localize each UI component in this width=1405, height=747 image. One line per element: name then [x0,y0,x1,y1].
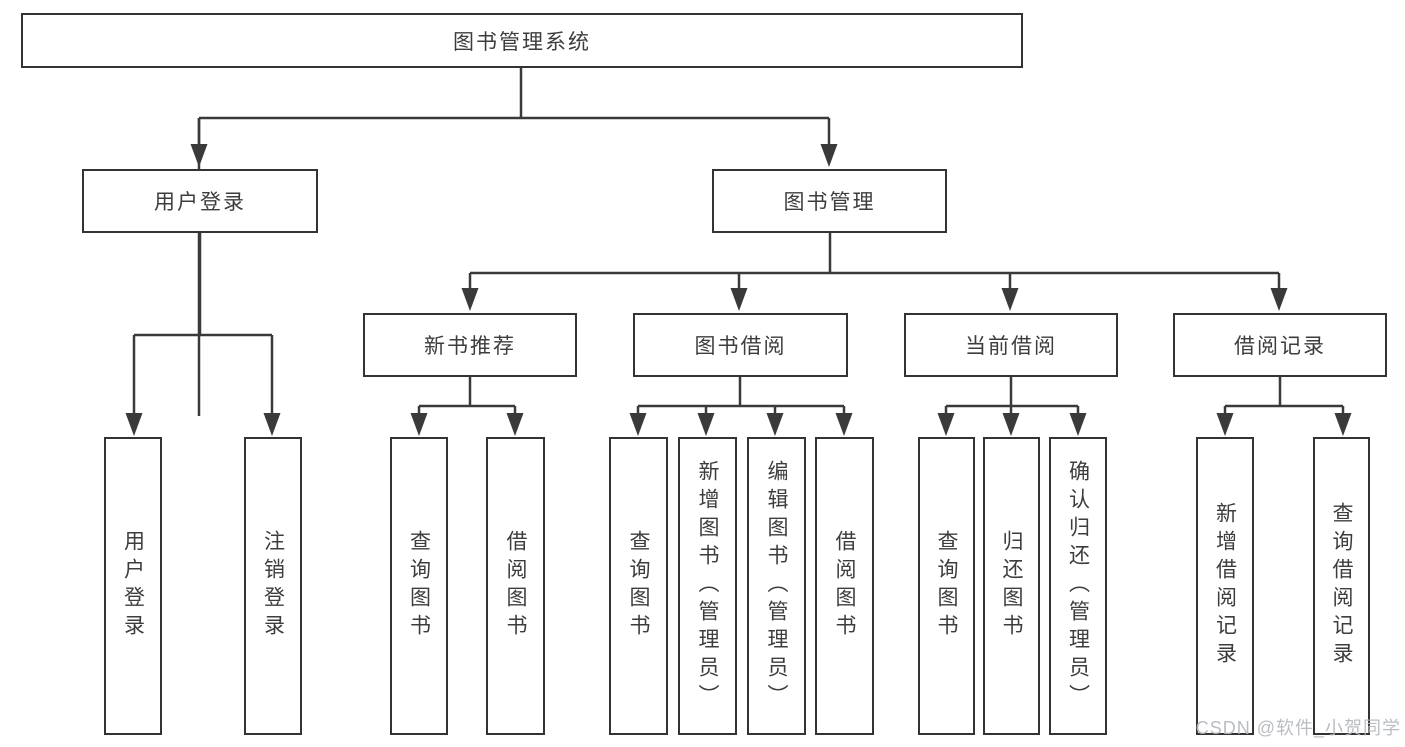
leaf-edit-books-admin-label: 编辑图书（管理员） [765,460,788,712]
leaf-query-books-2-label: 查询图书 [627,530,650,642]
leaf-query-books-1-label: 查询图书 [407,530,431,642]
node-user-login-module: 用户登录 [82,169,318,233]
leaf-borrow-books-2-label: 借阅图书 [833,530,856,642]
leaf-confirm-return-admin-label: 确认归还（管理员） [1066,460,1090,712]
node-root-label: 图书管理系统 [453,30,591,54]
connector-edges [132,68,1345,416]
leaf-query-books-2: 查询图书 [609,437,668,735]
node-borrowing-records: 借阅记录 [1173,313,1387,377]
leaf-query-borrow-record: 查询借阅记录 [1313,437,1370,735]
node-new-book-recommend: 新书推荐 [363,313,577,377]
node-book-management-label: 图书管理 [783,191,876,214]
leaf-edit-books-admin: 编辑图书（管理员） [747,437,806,735]
leaf-query-books-3: 查询图书 [918,437,975,735]
node-new-book-recommend-label: 新书推荐 [424,335,516,358]
leaf-borrow-books-1-label: 借阅图书 [504,530,527,642]
csdn-watermark: CSDN @软件_小贺同学 [1195,718,1401,738]
leaf-user-login-label: 用户登录 [121,530,145,642]
connector-arrowheads [125,144,1352,436]
node-book-borrowing-label: 图书借阅 [694,335,787,358]
leaf-query-borrow-record-label: 查询借阅记录 [1330,502,1353,670]
leaf-borrow-books-1: 借阅图书 [486,437,545,735]
leaf-query-books-3-label: 查询图书 [935,530,958,642]
node-current-borrowing: 当前借阅 [904,313,1118,377]
node-user-login-module-label: 用户登录 [154,191,246,214]
node-current-borrowing-label: 当前借阅 [965,335,1057,358]
leaf-return-books: 归还图书 [983,437,1040,735]
leaf-add-borrow-record: 新增借阅记录 [1196,437,1254,735]
leaf-query-books-1: 查询图书 [390,437,448,735]
leaf-confirm-return-admin: 确认归还（管理员） [1049,437,1107,735]
node-book-management: 图书管理 [712,169,947,233]
node-book-borrowing: 图书借阅 [633,313,848,377]
leaf-add-books-admin: 新增图书（管理员） [678,437,737,735]
leaf-add-borrow-record-label: 新增借阅记录 [1213,502,1237,670]
leaf-borrow-books-2: 借阅图书 [815,437,874,735]
leaf-logout-label: 注销登录 [261,530,285,642]
leaf-user-login: 用户登录 [104,437,162,735]
leaf-add-books-admin-label: 新增图书（管理员） [696,460,719,712]
node-root: 图书管理系统 [21,13,1023,68]
leaf-logout: 注销登录 [244,437,302,735]
node-borrowing-records-label: 借阅记录 [1234,335,1326,358]
leaf-return-books-label: 归还图书 [1000,530,1023,642]
